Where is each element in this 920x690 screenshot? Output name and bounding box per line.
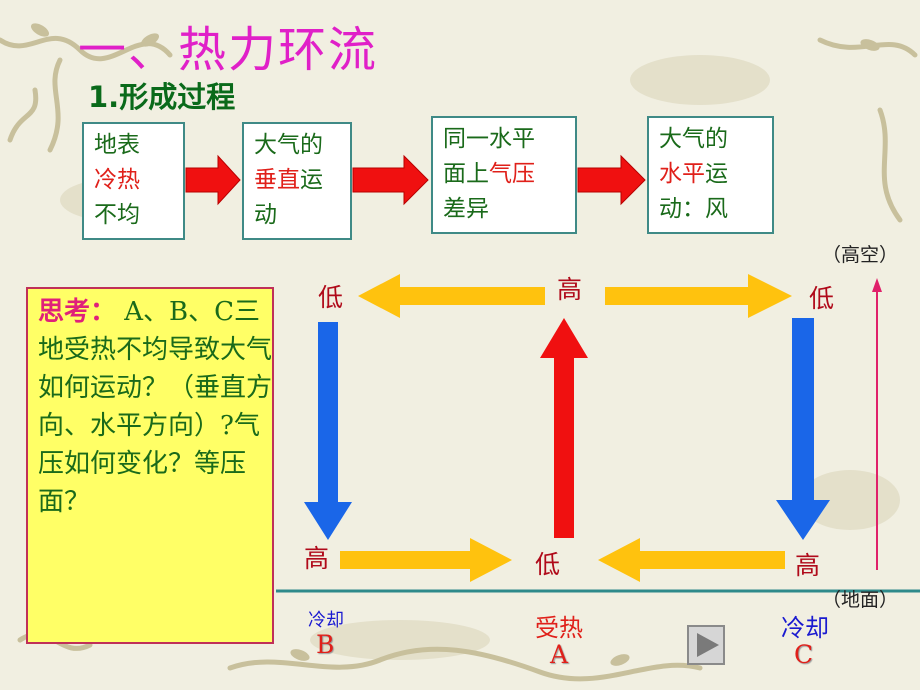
step4-line1: 大气的 [659,126,728,152]
process-arrow-2 [352,154,429,206]
altitude-top-label: （高空） [822,244,899,266]
pressure-label-top-left: 低 [318,283,344,312]
process-arrow-1 [185,154,241,206]
site-a-letter: A [550,640,569,669]
process-step-3: 同一水平 面上气压 差异 [431,116,577,234]
site-b-letter: B [316,630,335,659]
step3-line3: 差异 [443,196,489,222]
site-b: 冷却 [300,606,352,632]
step4-line2b: 运 [705,161,728,187]
step3-line1: 同一水平 [443,126,535,152]
step2-line2b: 运 [300,167,323,193]
step1-line1: 地表 [94,132,140,158]
site-b-action: 冷却 [308,610,344,631]
step4-highlight: 水平 [659,161,705,187]
top-right-arrow [605,274,792,318]
think-text: A、B、C三地受热不均导致大气如何运动？（垂直方向、水平方向）?气压如何变化？等… [38,297,273,517]
middle-up-arrow [540,318,588,538]
altitude-bottom-label: （地面） [822,589,899,611]
site-c: 冷却 [770,608,840,643]
site-a-action: 受热 [535,614,583,642]
play-button[interactable] [687,625,725,665]
step3-line2a: 面上 [443,161,489,187]
top-left-arrow [358,274,545,318]
step2-line1: 大气的 [254,132,323,158]
site-c-letter: C [794,640,814,669]
play-button-icon [697,633,719,657]
bottom-left-arrow [340,538,512,582]
pressure-label-bottom-left: 高 [304,544,330,573]
step2-line3: 动 [254,202,277,228]
think-lead: 思考： [38,297,117,327]
right-down-arrow [776,318,830,540]
slide-title: 一、热力环流 [78,22,379,78]
think-question-box: 思考： A、B、C三地受热不均导致大气如何运动？（垂直方向、水平方向）?气压如何… [26,287,274,644]
step1-line3: 不均 [94,202,140,228]
site-a: 受热 [524,608,594,643]
pressure-label-top-right: 低 [809,284,835,313]
bottom-right-arrow [598,538,785,582]
step4-line3: 动：风 [659,196,728,222]
step2-highlight: 垂直 [254,167,300,193]
step1-line2: 冷热 [94,167,140,193]
altitude-axis-head [872,278,882,292]
process-step-2: 大气的 垂直运 动 [242,122,352,240]
pressure-label-bottom-middle: 低 [535,550,561,579]
step3-highlight: 气压 [489,161,535,187]
section-subtitle: 1.形成过程 [88,80,236,114]
pressure-label-bottom-right: 高 [795,551,821,580]
process-step-1: 地表 冷热 不均 [82,122,185,240]
process-step-4: 大气的 水平运 动：风 [647,116,774,234]
pressure-label-top-middle: 高 [557,275,583,304]
process-arrow-3 [577,154,646,206]
left-down-arrow [304,322,352,540]
site-c-action: 冷却 [781,614,829,642]
